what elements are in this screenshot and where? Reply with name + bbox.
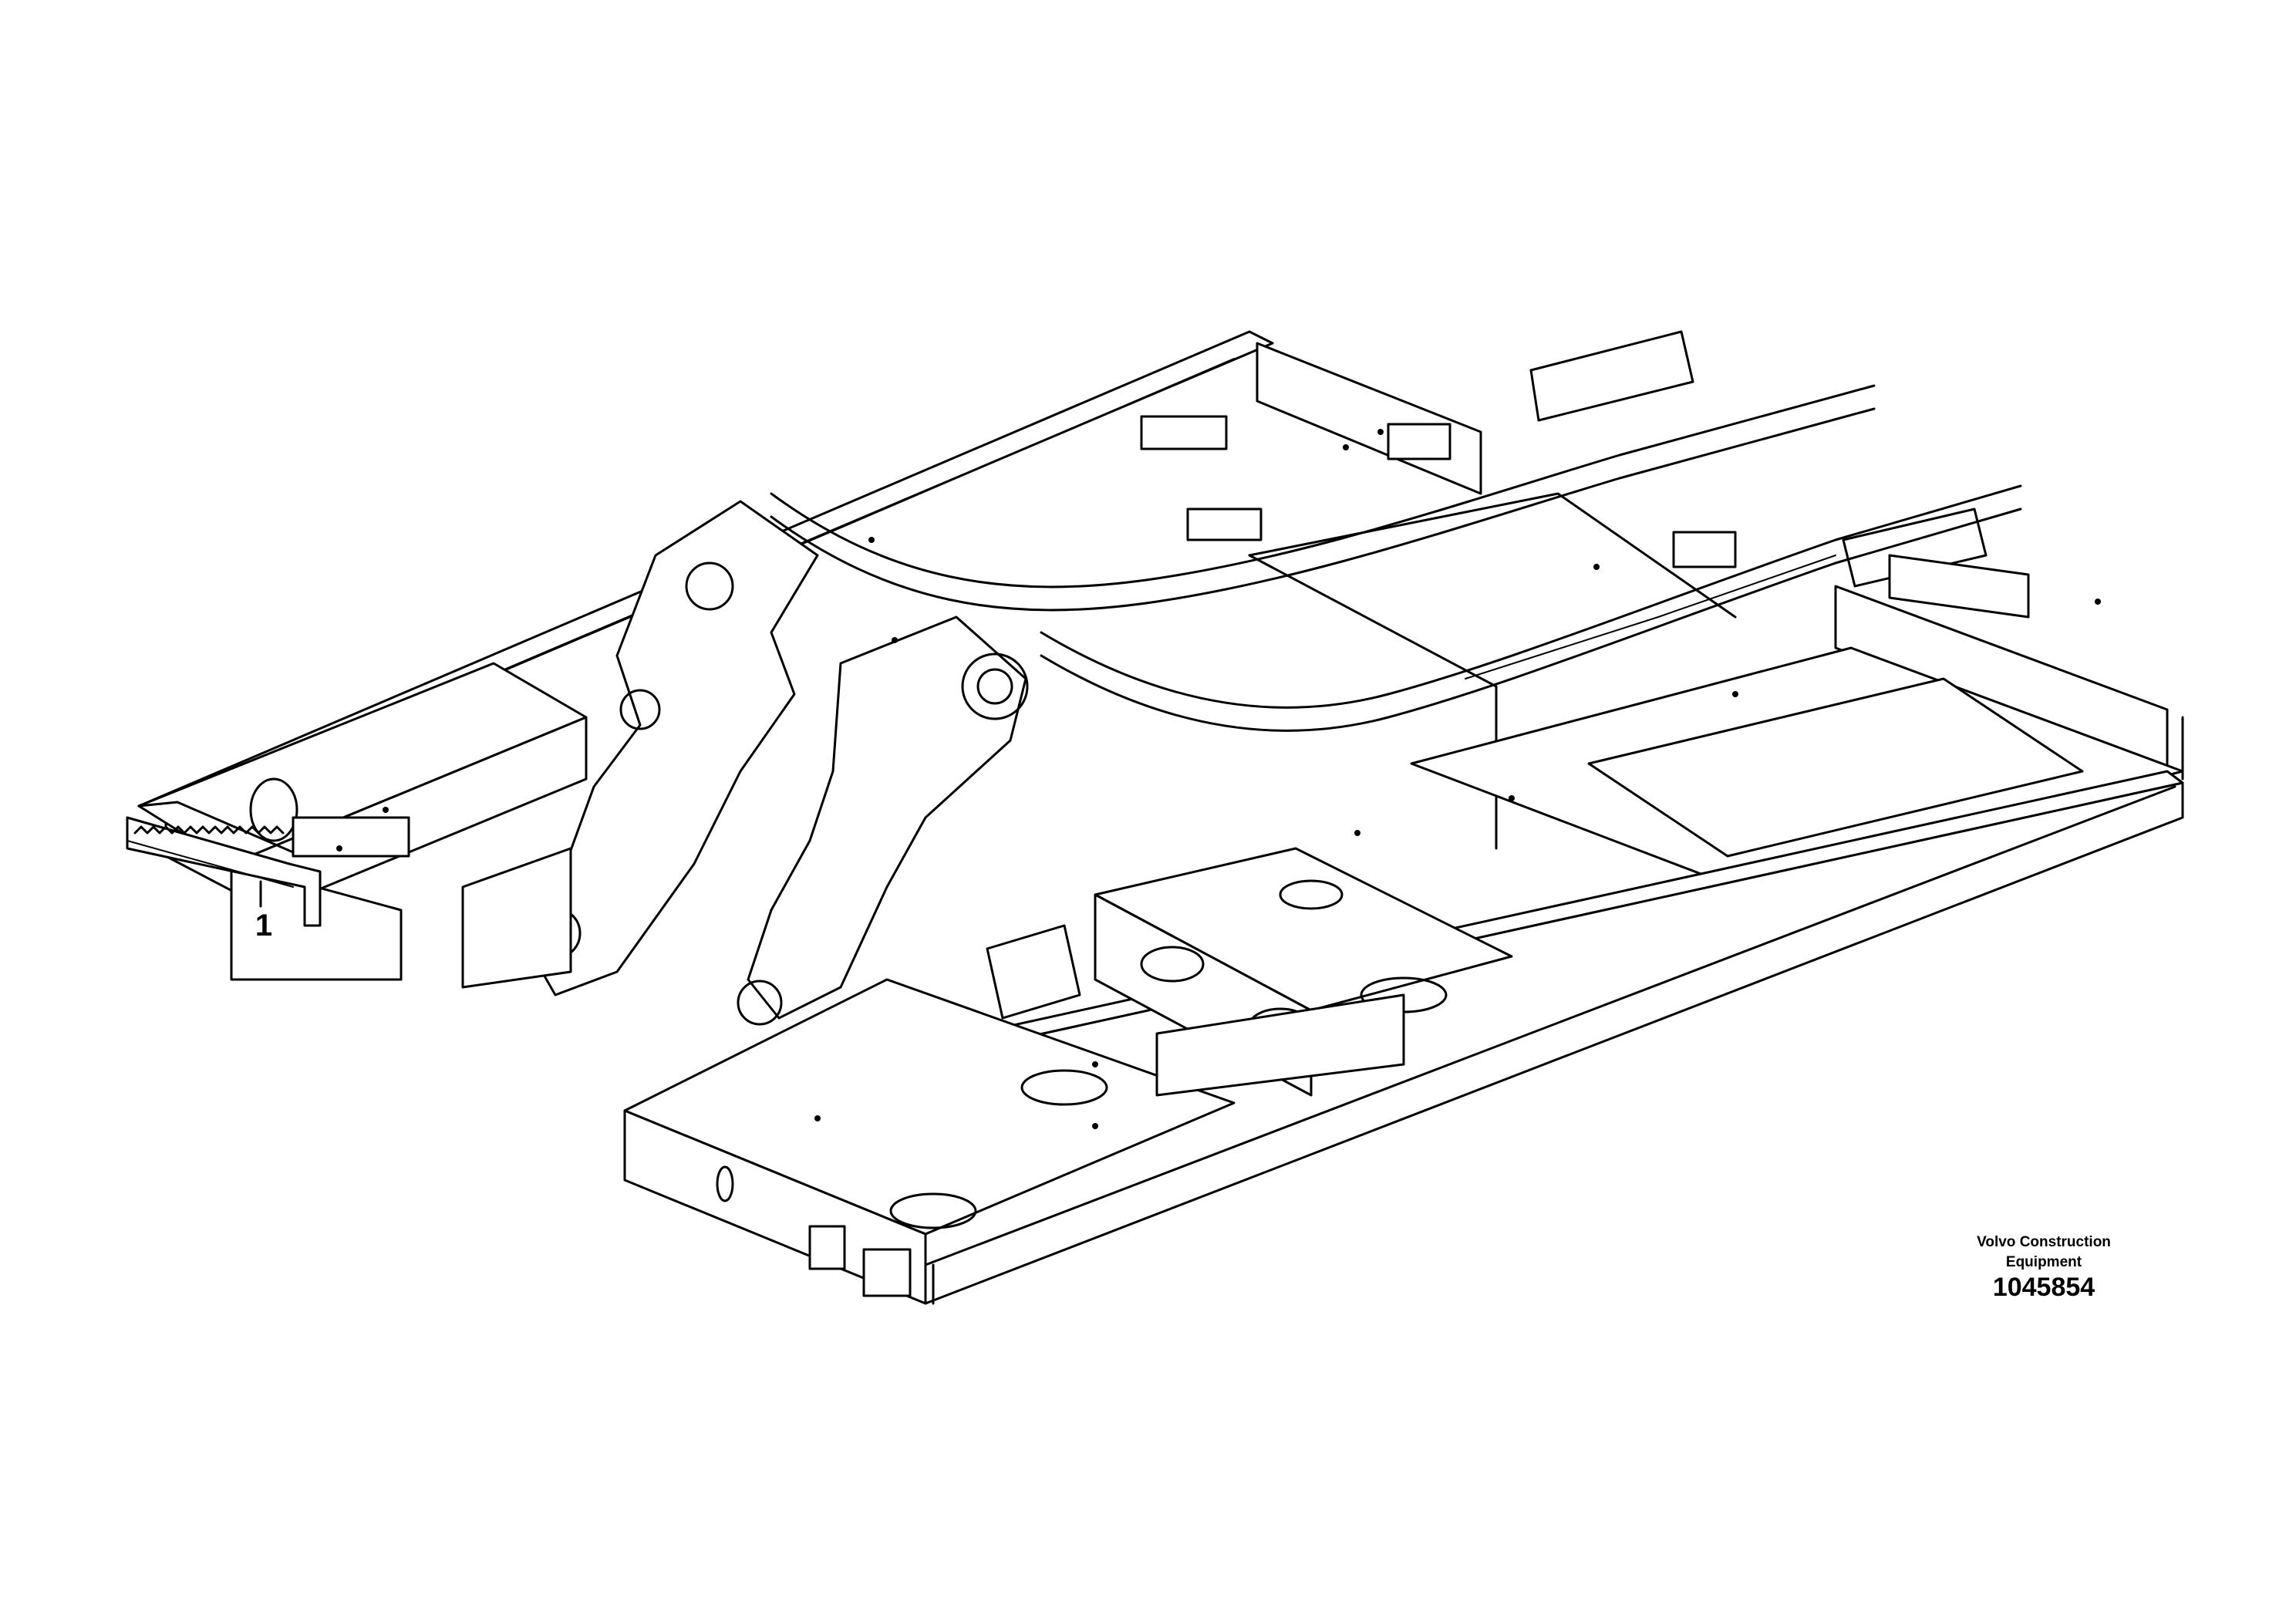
boom-mount-plates bbox=[461, 500, 1029, 1026]
front-end-box bbox=[623, 978, 1236, 1305]
brand-label: Volvo Construction Equipment bbox=[1944, 1233, 2144, 1273]
step-part-1 bbox=[126, 801, 322, 927]
upper-curved-beams bbox=[770, 384, 2022, 850]
document-number: 1045854 bbox=[1992, 1273, 2095, 1302]
right-rear-cross-frame bbox=[1140, 330, 2030, 619]
brand-line-2: Equipment bbox=[2005, 1254, 2082, 1270]
brand-line-1: Volvo Construction bbox=[1977, 1234, 2111, 1250]
bolt-holes bbox=[336, 429, 2101, 1129]
center-cross-members bbox=[986, 847, 1513, 1097]
callout-label-1: 1 bbox=[255, 909, 273, 943]
